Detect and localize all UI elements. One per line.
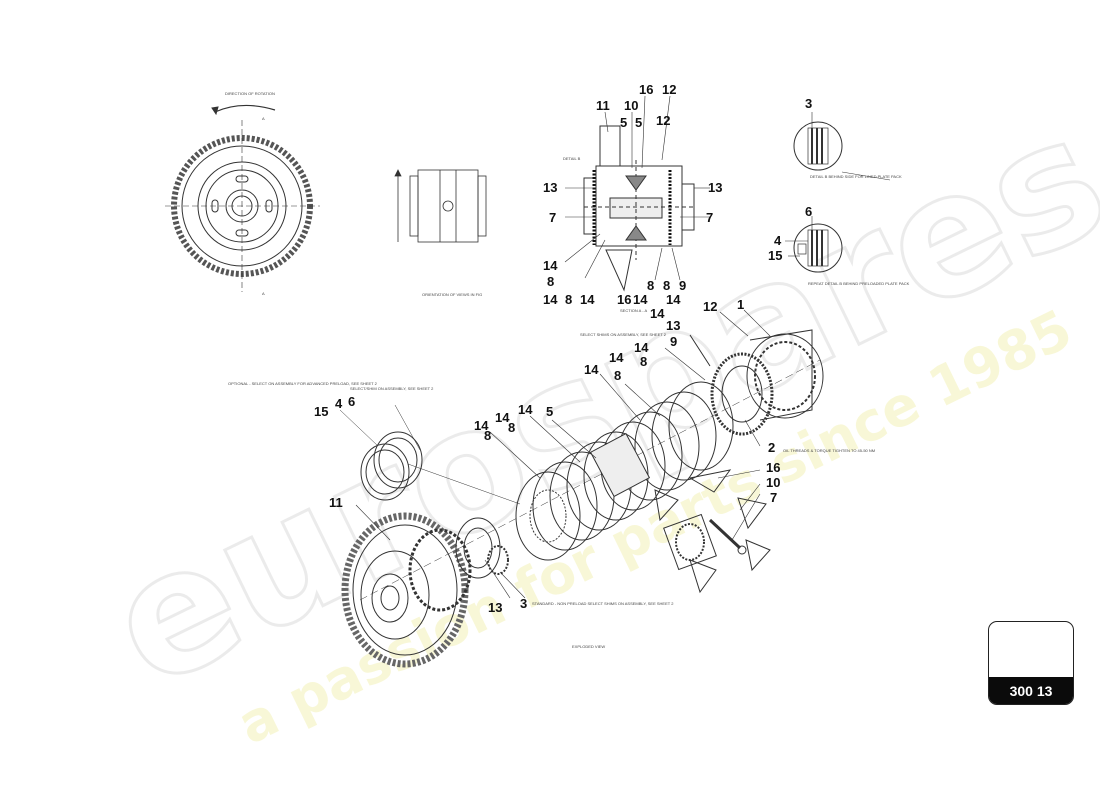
callout-14: 14 [666,292,681,307]
callout-13: 13 [666,318,680,333]
callout-16: 16 [766,460,780,475]
callout-14: 14 [495,410,510,425]
callout-11: 11 [596,98,610,113]
callout-14: 14 [518,402,533,417]
callout-14: 14 [543,258,558,273]
section-label-a-top: A [262,116,265,121]
section-label-a-bottom: A [262,291,265,296]
note-detail-b: DETAIL B [563,156,581,161]
callout-12: 12 [656,113,670,128]
note-select-preload: SELECT/SHIM ON ASSEMBLY, SEE SHEET 2 [350,386,434,391]
section-aa-view [583,125,695,292]
callout-14: 14 [609,350,624,365]
note-exploded-view: EXPLODED VIEW [572,644,605,649]
callout-13: 13 [543,180,557,195]
callout-10: 10 [766,475,780,490]
detail-callouts: 3 6 4 15 [768,96,812,263]
callout-8: 8 [663,278,670,293]
callout-15: 15 [768,248,782,263]
callout-10: 10 [624,98,638,113]
note-standard: STANDARD - NON PRELOAD SELECT SHIMS ON A… [532,601,674,606]
callout-16: 16 [617,292,631,307]
callout-8: 8 [640,354,647,369]
note-direction-rotation: DIRECTION OF ROTATION [225,91,275,96]
callout-5: 5 [620,115,627,130]
note-detail-plate-pack-2: REPEAT DETAIL B BEHIND PRELOADED PLATE P… [808,281,910,286]
note-tighten: OIL THREADS & TORQUE TIGHTEN TO 45-50 NM [783,448,875,453]
exploded-callouts: 12 1 13 9 14 8 14 14 8 14 14 5 14 8 8 15… [314,297,780,615]
note-optional-select: OPTIONAL - SELECT ON ASSEMBLY FOR ADVANC… [228,381,378,386]
callout-3: 3 [520,596,527,611]
detail-circle-top [793,112,891,181]
callout-8: 8 [547,274,554,289]
gear-front-view [165,104,320,292]
callout-8: 8 [647,278,654,293]
callout-3: 3 [805,96,812,111]
note-orientation-view: ORIENTATION OF VIEWS IN FIG [422,292,482,297]
exploded-view [339,309,824,668]
callout-14: 14 [543,292,558,307]
watermark: eurospares a passion for parts since 198… [80,76,1100,756]
reference-code: 300 13 [989,677,1073,704]
callout-14: 14 [580,292,595,307]
callout-8: 8 [614,368,621,383]
callout-4: 4 [774,233,782,248]
callout-12: 12 [703,299,717,314]
callout-16: 16 [639,82,653,97]
callout-14: 14 [634,340,649,355]
note-detail-plate-pack-1: DETAIL B BEHIND SIDE FOR LINED PLATE PAC… [810,174,902,179]
callout-14: 14 [584,362,599,377]
callout-7: 7 [706,210,713,225]
housing-cup [710,329,824,436]
reference-badge: 300 13 [988,621,1074,705]
callout-7: 7 [549,210,556,225]
callout-1: 1 [737,297,744,312]
callout-8: 8 [565,292,572,307]
callout-6: 6 [805,204,812,219]
spider-gears [654,469,771,594]
callout-7: 7 [770,490,777,505]
orientation-view [394,169,487,243]
callout-11: 11 [329,495,343,510]
callout-14: 14 [474,418,489,433]
callout-13: 13 [488,600,502,615]
detail-circle-bottom [785,216,843,273]
callout-8: 8 [508,420,515,435]
section-leaders [564,95,710,281]
ring-gear [341,512,472,668]
callout-2: 2 [768,440,775,455]
clutch-plate-stack [515,381,734,561]
callout-12: 12 [662,82,676,97]
callout-14: 14 [650,306,665,321]
callout-6: 6 [348,394,355,409]
callout-13: 13 [708,180,722,195]
note-select-shims: SELECT SHIMS ON ASSEMBLY, SEE SHEET 2 [580,332,667,337]
callout-4: 4 [335,396,343,411]
callout-9: 9 [679,278,686,293]
callout-14: 14 [633,292,648,307]
note-section-aa: SECTION A - A [620,308,647,313]
section-callouts: 11 10 16 12 5 5 12 13 13 7 7 14 8 14 8 1… [543,82,722,321]
callout-5: 5 [635,115,642,130]
callout-5: 5 [546,404,553,419]
callout-9: 9 [670,334,677,349]
callout-15: 15 [314,404,328,419]
callout-8: 8 [484,428,491,443]
